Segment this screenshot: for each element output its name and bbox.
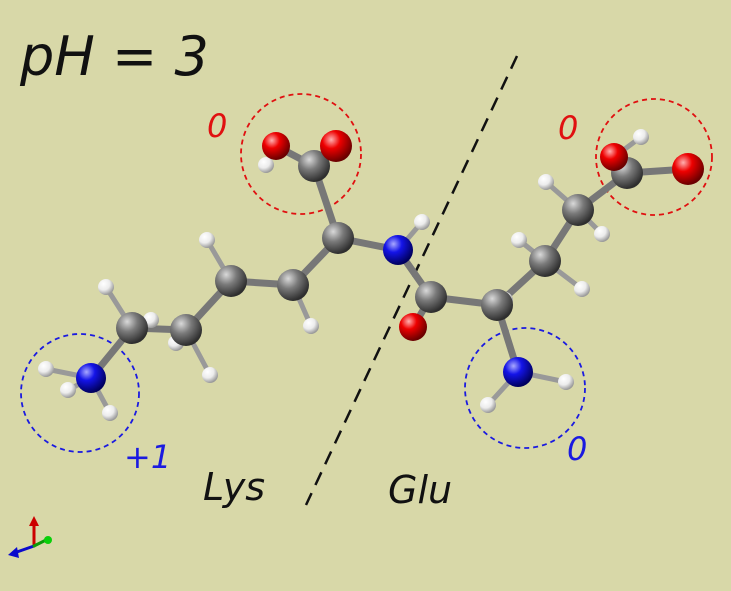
charge-circle-lys-carboxyl [240,93,362,215]
nitrogen-atoms [76,235,533,393]
hydrogen-atoms [38,129,649,421]
page-title: pH = 3 [19,25,209,88]
charge-label-glu-amine: 0 [567,430,587,468]
residue-label-glu: Glu [388,468,452,512]
bonds [43,134,692,416]
charge-circle-glu-sidechain [595,98,713,216]
charge-circle-lys-amine [20,333,140,453]
charge-circle-glu-amine [464,327,586,449]
axis-triad-icon [8,516,52,558]
charge-label-lys-amine: +1 [124,438,171,476]
oxygen-atoms [262,130,704,341]
charge-label-glu-sidechain: 0 [558,109,578,147]
residue-divider [304,55,519,506]
residue-label-lys: Lys [203,465,265,509]
charge-label-lys-carboxyl: 0 [207,107,227,145]
